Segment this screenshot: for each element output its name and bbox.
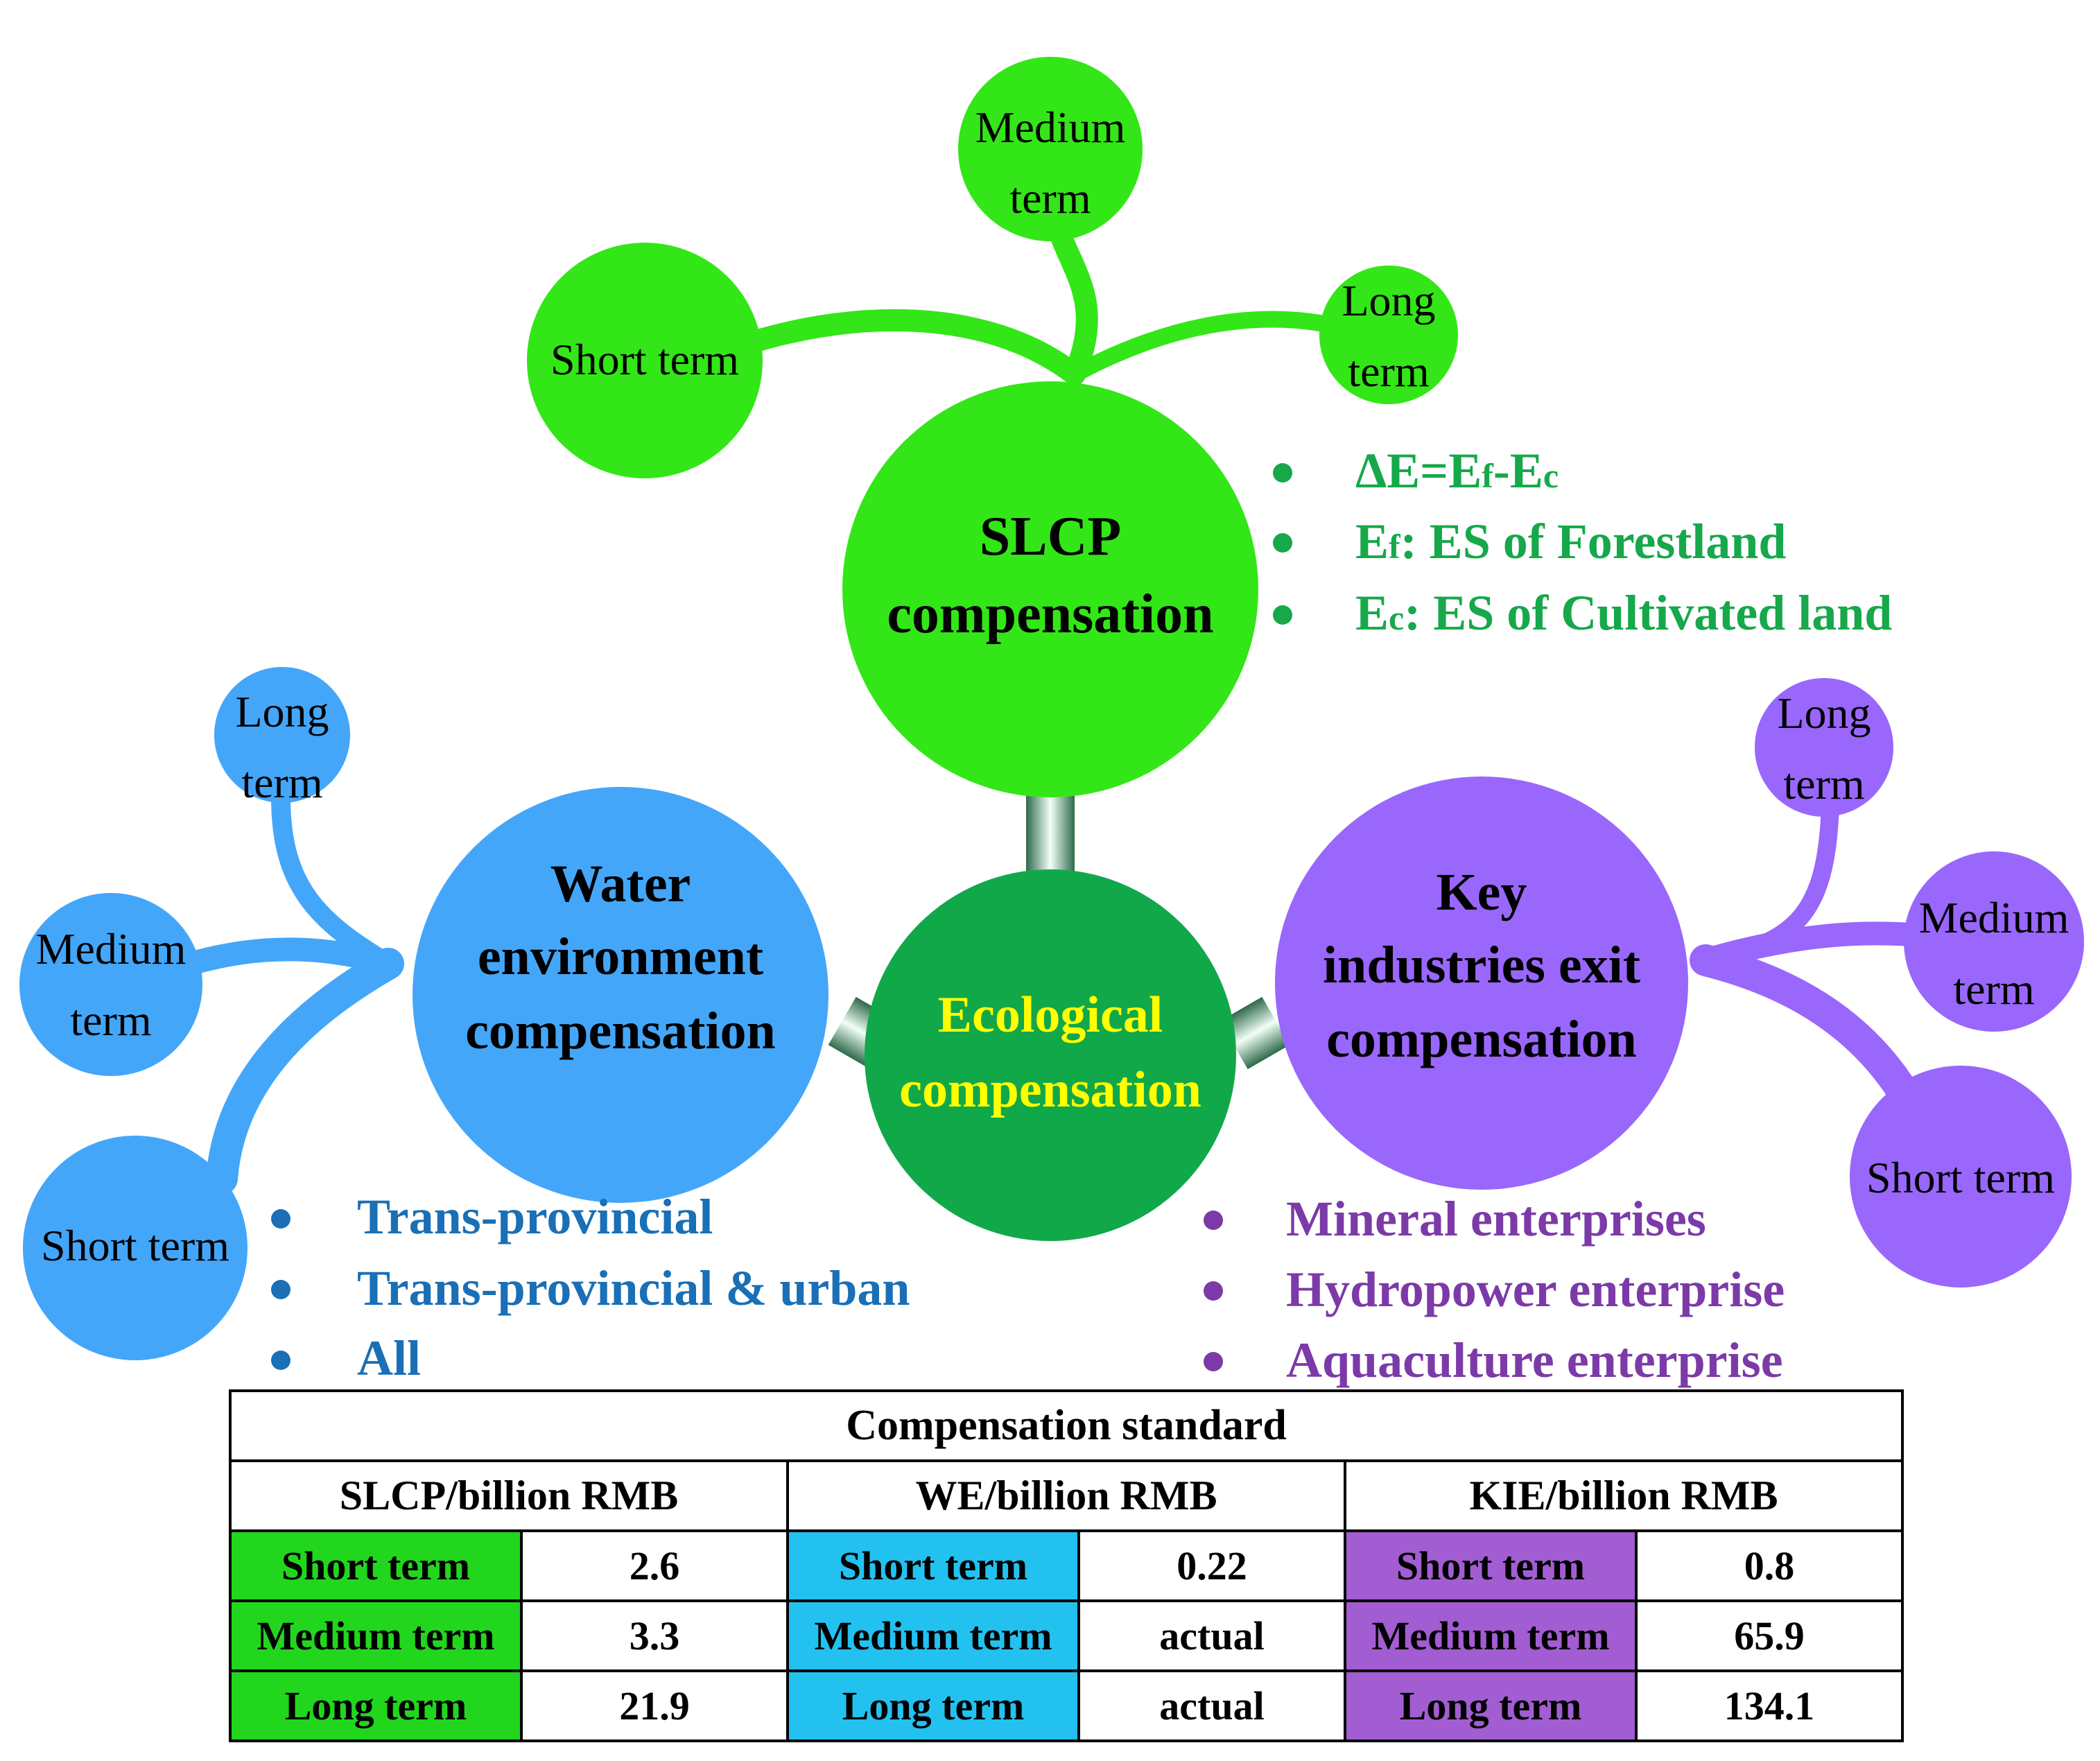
center-title-line1: Ecological [938,987,1163,1043]
water-bullet-dot [271,1209,290,1229]
we-term-label: Long term [786,1669,1080,1742]
water-long-label-2: term [241,758,322,807]
water-medium-label-1: Medium [36,924,186,973]
water-title-line1: Water [550,855,691,913]
slcp-term-label: Medium term [229,1599,523,1672]
we-term-label: Medium term [786,1599,1080,1672]
water-branch-medium [179,937,400,975]
kie-branch-short [1690,944,1929,1125]
water-title-line2: environment [478,928,763,986]
slcp-bullet-2: Ef: ES of Forestland [1355,514,1786,569]
we-term-label: Short term [786,1529,1080,1602]
slcp-term-value: 21.9 [520,1669,789,1742]
water-long-circle [214,667,350,803]
slcp-short-circle [527,243,763,478]
slcp-term-value: 3.3 [520,1599,789,1672]
slcp-term-label: Short term [229,1529,523,1602]
slcp-medium-label-1: Medium [975,103,1126,152]
slcp-title-line1: SLCP [980,506,1122,567]
slcp-bullet-dot [1273,533,1292,553]
header-kie: KIE/billion RMB [1343,1459,1904,1532]
kie-term-label: Long term [1344,1669,1638,1742]
we-term-value: actual [1077,1599,1346,1672]
water-long-label-1: Long [235,687,329,736]
water-bullet-3: All [357,1330,421,1386]
slcp-bullet-dot [1273,463,1292,483]
table-header-row: SLCP/billion RMB WE/billion RMB KIE/bill… [229,1459,1904,1532]
header-we: WE/billion RMB [786,1459,1346,1532]
slcp-long-label-1: Long [1342,276,1435,325]
water-medium-circle [19,893,202,1076]
kie-bullet-dot [1204,1281,1223,1301]
slcp-branch-long [1066,311,1343,383]
slcp-title-line2: compensation [887,584,1213,645]
kie-long-circle [1755,678,1893,817]
kie-circle [1275,777,1688,1190]
kie-term-value: 134.1 [1634,1669,1904,1742]
kie-term-label: Short term [1344,1529,1638,1602]
slcp-short-label: Short term [550,335,739,384]
water-bullet-dot [271,1280,290,1299]
water-short-label: Short term [41,1221,229,1270]
kie-bullet-list: Mineral enterprises Hydropower enterpris… [1204,1191,1785,1388]
we-term-value: actual [1077,1669,1346,1742]
slcp-medium-label-2: term [1009,173,1091,223]
kie-medium-label-1: Medium [1919,893,2069,942]
slcp-branch-short [717,309,1086,385]
kie-bullet-dot [1204,1352,1223,1371]
water-bullet-list: Trans-provincial Trans-provincial & urba… [271,1189,910,1386]
kie-short-label: Short term [1866,1153,2055,1202]
kie-title-line3: compensation [1326,1010,1637,1068]
slcp-circle [842,381,1258,797]
header-slcp: SLCP/billion RMB [229,1459,789,1532]
kie-term-value: 0.8 [1634,1529,1904,1602]
kie-term-label: Medium term [1344,1599,1638,1672]
table-row: Short term 2.6 Short term 0.22 Short ter… [229,1529,1904,1602]
kie-medium-label-2: term [1953,964,2034,1014]
water-circle [413,787,828,1203]
kie-branch-medium [1694,921,1939,972]
slcp-bullet-1: ΔE=Ef-Ec [1355,443,1559,498]
kie-long-label-1: Long [1777,688,1871,738]
kie-long-label-2: term [1783,759,1864,808]
center-title-line2: compensation [899,1061,1201,1118]
table-title: Compensation standard [228,1389,1904,1462]
we-term-value: 0.22 [1077,1529,1346,1602]
slcp-bullet-list: ΔE=Ef-Ec Ef: ES of Forestland Ec: ES of … [1273,443,1892,641]
kie-bullet-2: Hydropower enterprise [1286,1262,1785,1317]
kie-title-line2: industries exit [1323,936,1640,994]
kie-term-value: 65.9 [1634,1599,1904,1672]
slcp-term-label: Long term [229,1669,523,1742]
kie-short-circle [1850,1066,2072,1287]
water-medium-label-2: term [70,996,151,1045]
water-bullet-2: Trans-provincial & urban [357,1260,910,1316]
table-row: Medium term 3.3 Medium term actual Mediu… [229,1599,1904,1672]
slcp-long-circle [1319,266,1458,404]
kie-medium-circle [1904,851,2084,1032]
slcp-bullet-dot [1273,605,1292,625]
kie-bullet-3: Aquaculture enterprise [1286,1333,1783,1388]
water-short-circle [23,1136,248,1360]
slcp-medium-circle [958,57,1143,241]
slcp-bullet-3: Ec: ES of Cultivated land [1355,585,1892,641]
table-title-row: Compensation standard [228,1389,1904,1462]
water-title-line3: compensation [465,1002,776,1060]
kie-title-line1: Key [1437,863,1527,921]
slcp-long-label-2: term [1348,347,1429,396]
water-bullet-1: Trans-provincial [357,1189,713,1244]
compensation-standard-table: Compensation standard SLCP/billion RMB W… [228,1389,1904,1742]
connector-right [1220,996,1290,1070]
table-row: Long term 21.9 Long term actual Long ter… [229,1669,1904,1742]
water-branch-short [206,948,404,1195]
kie-bullet-dot [1204,1211,1223,1230]
slcp-term-value: 2.6 [520,1529,789,1602]
water-bullet-dot [271,1351,290,1370]
center-circle [865,869,1236,1241]
kie-bullet-1: Mineral enterprises [1286,1191,1706,1247]
